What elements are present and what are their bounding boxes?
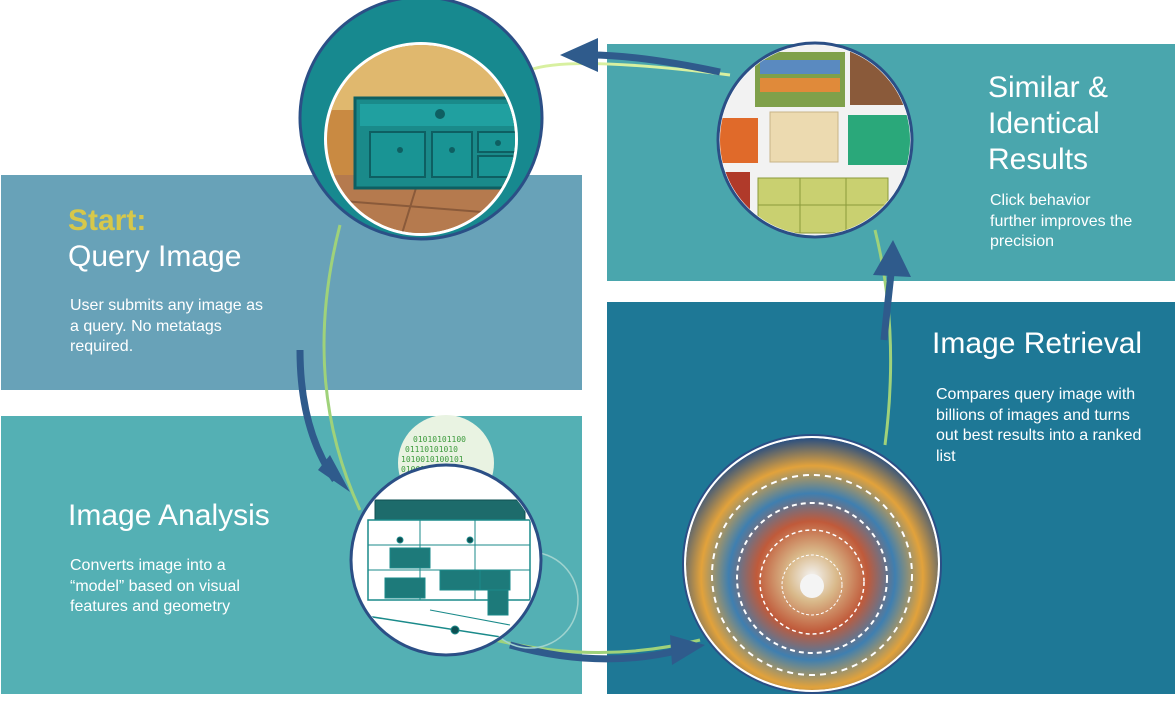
image-analysis-title: Image Analysis: [68, 499, 270, 532]
results-circle: [716, 41, 914, 239]
query-image-title: Query Image: [68, 240, 242, 273]
arrow-head-analysis: [318, 455, 350, 492]
image-retrieval-circle: [682, 434, 942, 694]
image-analysis-description: Converts image into a “model” based on v…: [70, 557, 240, 615]
flow-arrows: [296, 38, 911, 665]
start-label: Start:: [68, 204, 147, 237]
binary-line: 01010101100: [413, 435, 466, 444]
arrow-analysis-to-retrieval: [509, 641, 681, 663]
dresser-photo-icon: [327, 45, 515, 233]
image-analysis-circle: 01010101100 01110101010 1010010100101 01…: [349, 415, 579, 657]
results-grid-icon: [720, 45, 910, 235]
image-retrieval-description: Compares query image with billions of im…: [936, 386, 1142, 465]
arrow-head-retrieval: [670, 635, 705, 665]
arrow-results-to-query: [589, 51, 721, 76]
image-tunnel-icon: [686, 438, 938, 690]
query-image-description: User submits any image as a query. No me…: [70, 297, 263, 355]
arrow-head-query: [560, 38, 598, 72]
wireframe-model-icon: [359, 499, 531, 641]
image-retrieval-title: Image Retrieval: [932, 327, 1143, 360]
query-image-circle: [298, 0, 544, 241]
query-image-heading: Start: Query Image: [68, 203, 241, 275]
binary-line: 01110101010: [405, 445, 458, 454]
arrow-head-results: [873, 240, 911, 277]
similar-results-title: Similar & Identical Results: [988, 71, 1109, 176]
binary-line: 1010010100101: [401, 455, 464, 464]
similar-results-description: Click behavior further improves the prec…: [990, 192, 1133, 250]
